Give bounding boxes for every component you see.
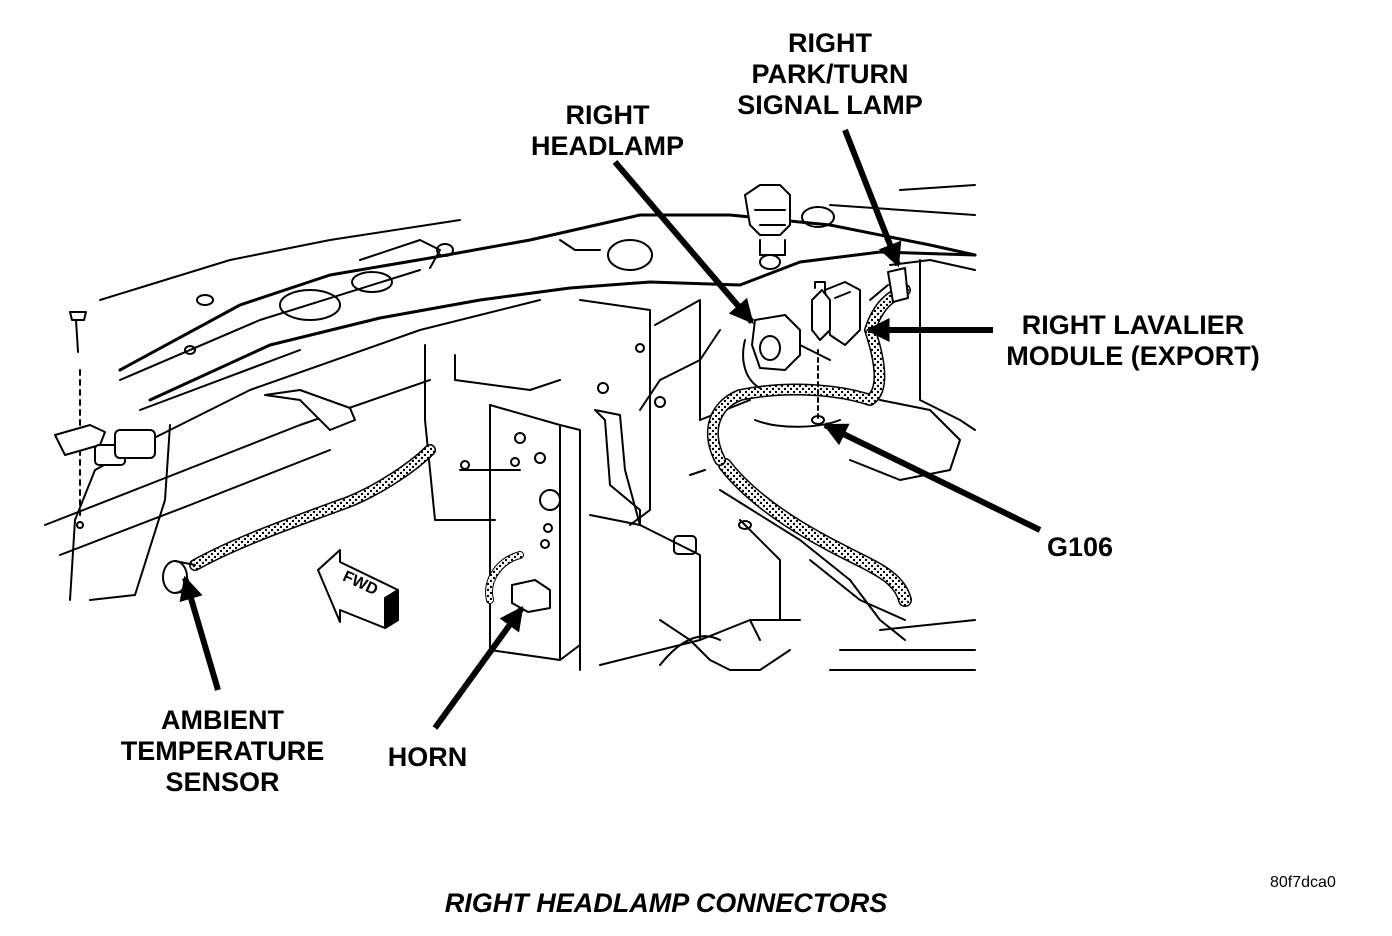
label-right-lavalier: RIGHT LAVALIER MODULE (EXPORT): [998, 310, 1268, 372]
horn-connector: [511, 579, 551, 613]
ambient-sensor-assembly: [54, 311, 196, 594]
fender-panel: [44, 219, 541, 601]
arrow-g106: [822, 422, 1042, 533]
engine-compartment-right: [639, 259, 976, 671]
arrow-headlamp: [612, 160, 755, 324]
label-g106: G106: [1040, 532, 1120, 563]
lavalier-module: [811, 281, 861, 346]
leader-arrows: [179, 128, 1042, 730]
arrow-horn: [432, 606, 525, 730]
label-horn: HORN: [380, 742, 475, 773]
headlamp-mount-bracket: [424, 299, 801, 671]
label-right-park-turn: RIGHT PARK/TURN SIGNAL LAMP: [730, 28, 930, 121]
label-line: AMBIENT: [161, 705, 284, 735]
park-turn-connector: [869, 267, 909, 303]
label-line: SENSOR: [165, 767, 280, 797]
label-line: MODULE (EXPORT): [1006, 341, 1260, 371]
figure-caption: RIGHT HEADLAMP CONNECTORS: [444, 888, 888, 918]
label-line: RIGHT: [788, 28, 872, 58]
figure-reference-code: 80f7dca0: [1270, 874, 1336, 891]
label-right-headlamp: RIGHT HEADLAMP: [520, 100, 695, 162]
label-ambient-sensor: AMBIENT TEMPERATURE SENSOR: [110, 705, 335, 798]
radiator-support-beam: [118, 184, 977, 431]
arrow-park-turn: [842, 128, 902, 268]
label-line: HORN: [387, 742, 468, 772]
g106-ground: [811, 349, 825, 425]
label-line: HEADLAMP: [531, 131, 684, 161]
label-line: SIGNAL LAMP: [737, 90, 923, 120]
label-line: RIGHT: [565, 100, 650, 130]
label-line: G106: [1046, 532, 1114, 562]
headlamp-connector: [751, 314, 831, 371]
arrow-ambient: [179, 575, 221, 691]
label-line: RIGHT LAVALIER: [1021, 310, 1245, 340]
fwd-arrow: [317, 549, 399, 629]
label-line: PARK/TURN: [751, 59, 909, 89]
label-line: TEMPERATURE: [120, 736, 325, 766]
